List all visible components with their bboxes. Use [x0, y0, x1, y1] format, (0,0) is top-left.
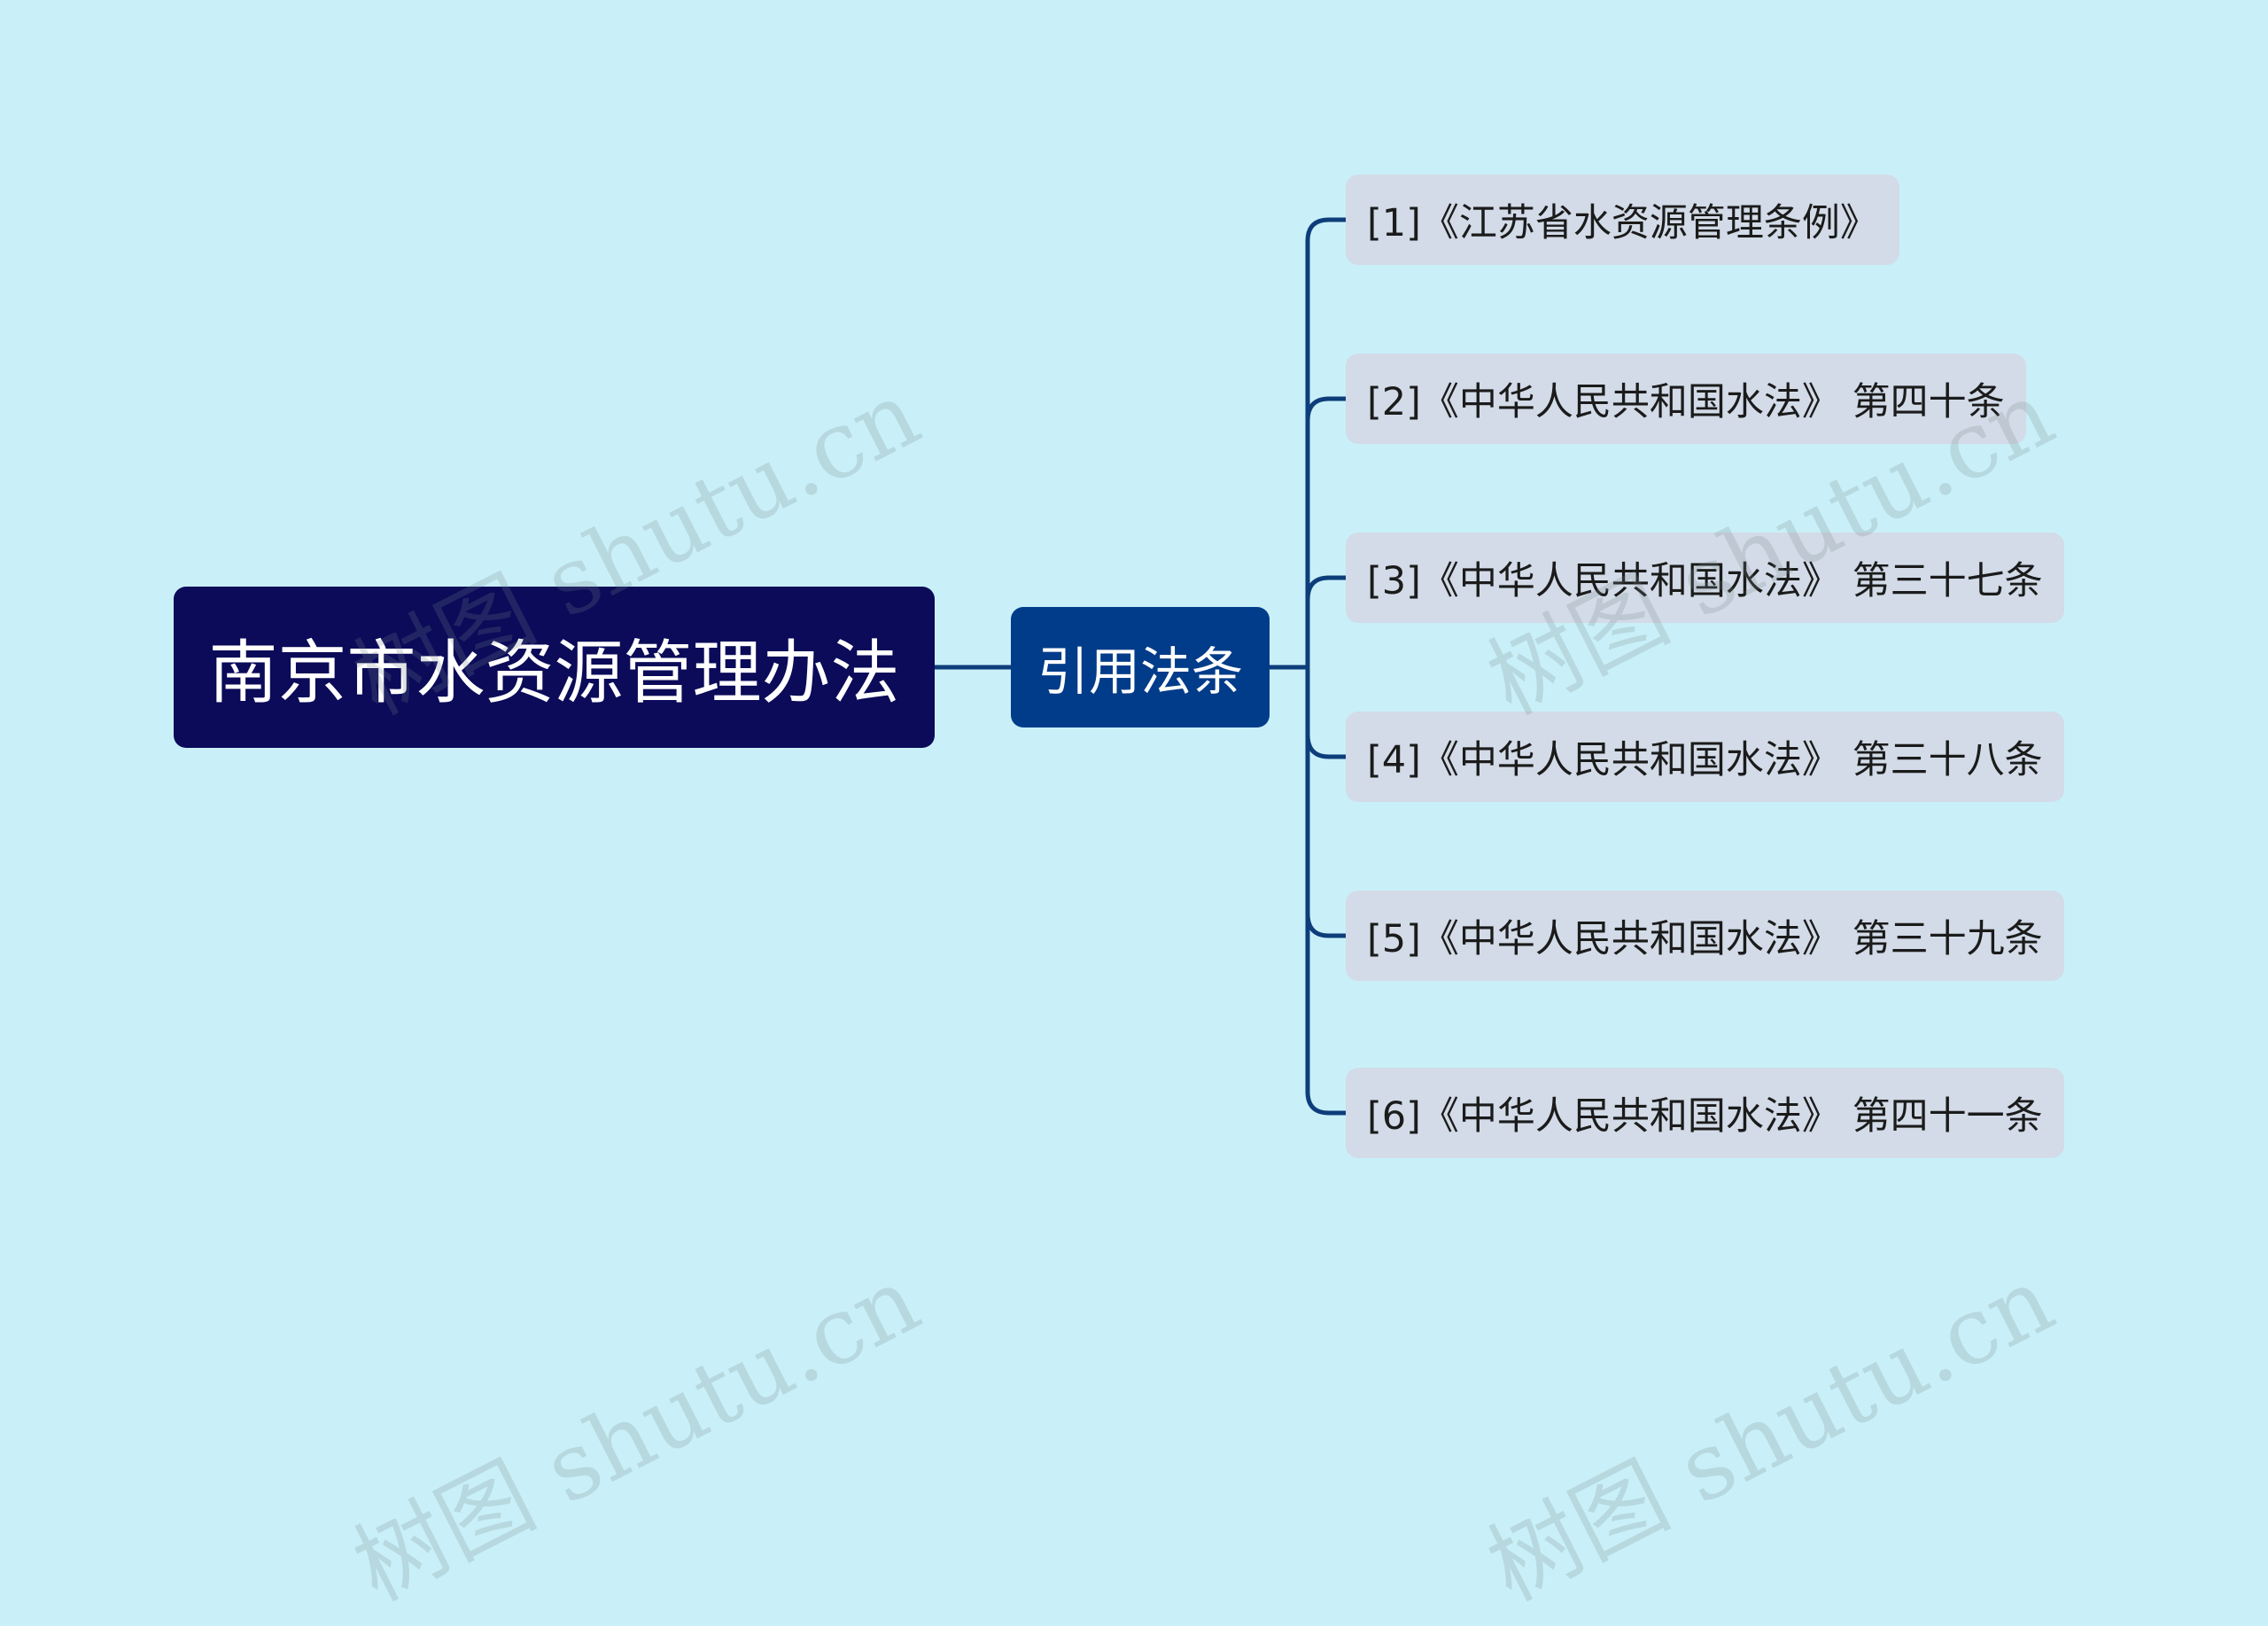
leaf-connector-3: [1305, 575, 1346, 601]
branch-topic-citations[interactable]: 引用法条: [1011, 607, 1270, 727]
leaf-topic-1[interactable]: [1]《江苏省水资源管理条例》: [1346, 175, 1899, 265]
leaf-topic-3[interactable]: [3]《中华人民共和国水法》 第三十七条: [1346, 533, 2064, 623]
leaf-topic-label: [6]《中华人民共和国水法》 第四十一条: [1367, 1094, 2043, 1139]
branch-topic-label: 引用法条: [1037, 642, 1243, 702]
root-topic[interactable]: 南京市水资源管理办法: [174, 587, 935, 748]
leaf-trunk-connector: [1305, 217, 1346, 1116]
leaf-connector-2: [1305, 396, 1346, 422]
root-topic-label: 南京市水资源管理办法: [208, 634, 900, 713]
leaf-topic-6[interactable]: [6]《中华人民共和国水法》 第四十一条: [1346, 1068, 2064, 1158]
leaf-topic-label: [5]《中华人民共和国水法》 第三十九条: [1367, 917, 2043, 961]
leaf-topic-label: [1]《江苏省水资源管理条例》: [1367, 201, 1878, 245]
leaf-connector-4: [1305, 734, 1346, 759]
connector-lines: [935, 217, 1346, 1116]
leaf-connector-5: [1305, 913, 1346, 938]
leaf-topic-4[interactable]: [4]《中华人民共和国水法》 第三十八条: [1346, 712, 2064, 802]
mind-map: 南京市水资源管理办法 引用法条 [1]《江苏省水资源管理条例》 [2]《中华人民…: [174, 175, 2070, 1622]
leaf-topic-2[interactable]: [2]《中华人民共和国水法》 第四十条: [1346, 354, 2026, 444]
leaf-topic-label: [3]《中华人民共和国水法》 第三十七条: [1367, 559, 2043, 603]
leaf-topic-5[interactable]: [5]《中华人民共和国水法》 第三十九条: [1346, 891, 2064, 981]
leaf-topic-label: [2]《中华人民共和国水法》 第四十条: [1367, 380, 2005, 424]
leaf-topic-label: [4]《中华人民共和国水法》 第三十八条: [1367, 738, 2043, 782]
